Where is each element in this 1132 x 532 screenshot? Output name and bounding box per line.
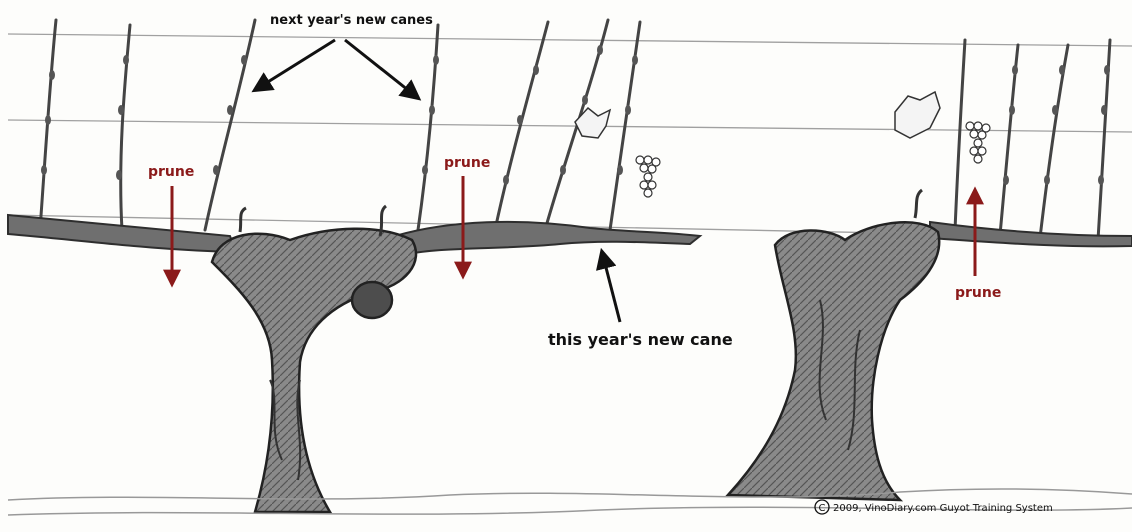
copyright-text: 2009, VinoDiary.com Guyot Training Syste… bbox=[833, 503, 1053, 514]
buds bbox=[41, 45, 1110, 185]
middle-cane bbox=[395, 222, 700, 256]
right-cane bbox=[930, 222, 1132, 246]
copyright-symbol: C bbox=[819, 503, 826, 514]
grape-cluster-icon bbox=[636, 156, 660, 197]
right-trunk bbox=[728, 222, 939, 500]
copyright-notice: C 2009, VinoDiary.com Guyot Training Sys… bbox=[815, 500, 1053, 514]
next-canes-arrow-right bbox=[345, 40, 418, 98]
horizontal-canes bbox=[8, 215, 1132, 256]
prune-label-3: prune bbox=[955, 285, 1001, 301]
cane bbox=[955, 40, 965, 230]
left-trunk bbox=[212, 229, 416, 512]
grape-cluster-icon bbox=[966, 122, 990, 163]
prune-label-2: prune bbox=[444, 155, 490, 171]
next-canes-arrow-left bbox=[255, 40, 335, 90]
middle-wire bbox=[8, 120, 1132, 132]
this-year-cane-label: this year's new cane bbox=[548, 330, 733, 349]
next-year-canes-label: next year's new canes bbox=[270, 13, 433, 28]
prune-label-1: prune bbox=[148, 164, 194, 180]
cane bbox=[205, 20, 255, 230]
this-cane-arrow bbox=[602, 252, 620, 322]
